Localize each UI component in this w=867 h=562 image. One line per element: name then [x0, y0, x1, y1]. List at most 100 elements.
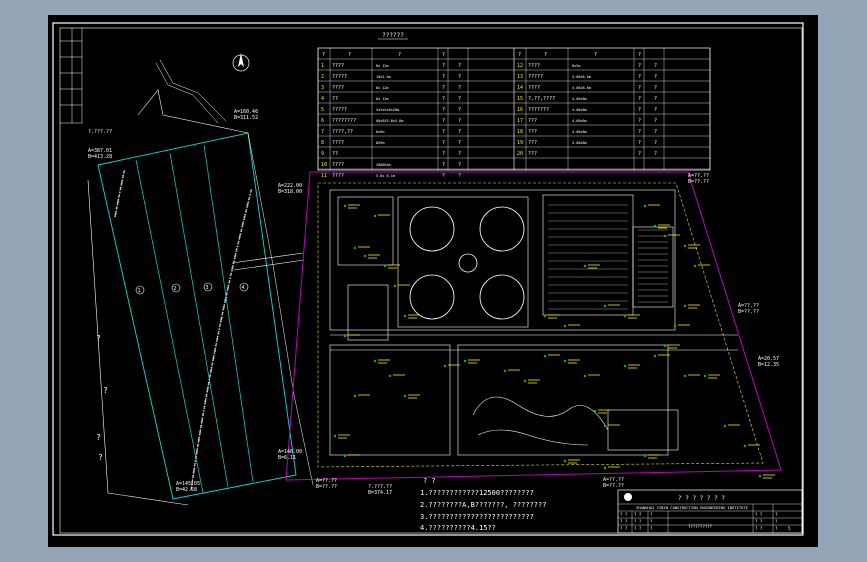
- legend-cell: ????: [332, 173, 344, 179]
- point-marker: [603, 304, 607, 308]
- tree-dot: [201, 417, 204, 420]
- point-marker: [523, 379, 527, 383]
- tree-dot: [248, 198, 250, 201]
- svg-text:? ?: ? ?: [620, 519, 628, 524]
- tree-dot: [237, 240, 240, 243]
- point-marker: [653, 224, 657, 228]
- tree-dot: [213, 355, 215, 357]
- tree-dot: [215, 344, 217, 347]
- legend-cell: 15: [517, 96, 523, 102]
- legend-cell: 8x 12m: [376, 97, 389, 101]
- legend-title: ??????: [382, 32, 404, 39]
- tree-dot: [115, 210, 117, 213]
- yellow-annotations: [333, 204, 775, 479]
- svg-text:A=??.??: A=??.??: [688, 173, 709, 179]
- point-marker: [543, 314, 547, 318]
- tree-dot: [231, 269, 233, 272]
- tree-dot: [202, 410, 205, 412]
- legend-cell: ?: [654, 96, 657, 102]
- legend-cell: 8x 12m: [376, 64, 389, 68]
- tree-dot: [223, 304, 226, 306]
- tree-dot: [200, 424, 203, 427]
- legend-cell: 18: [517, 129, 523, 135]
- legend-cell: 17: [517, 118, 523, 124]
- legend-header-cell: ?: [544, 52, 547, 58]
- svg-text:B=413.28: B=413.28: [88, 154, 112, 160]
- tree-dot: [242, 221, 245, 224]
- legend-cell: 5: [321, 107, 324, 113]
- tree-dot: [226, 292, 228, 294]
- tree-dot: [231, 266, 234, 269]
- legend-cell: ?: [654, 129, 657, 135]
- tree-dot: [210, 368, 213, 371]
- notes-block: ? ? 1.????????????12500???????? 2.??????…: [420, 477, 546, 532]
- legend-cell: ????: [528, 63, 540, 69]
- tree-dot: [234, 254, 237, 257]
- legend-cell: ?: [638, 107, 641, 113]
- point-marker: [683, 374, 687, 378]
- svg-text:A=222.00: A=222.00: [278, 183, 302, 189]
- legend-cell: ?: [654, 74, 657, 80]
- zone-marker: [171, 283, 181, 293]
- legend-cell: 8x5m: [572, 64, 580, 68]
- svg-text:B=??.??: B=??.??: [603, 483, 624, 489]
- zone-label: 3: [206, 285, 209, 291]
- tree-dot: [214, 347, 217, 350]
- tree-dot: [219, 320, 222, 323]
- legend-cell: 6: [321, 118, 324, 124]
- tree-dot: [195, 452, 198, 455]
- point-marker: [543, 354, 547, 358]
- point-marker: [563, 459, 567, 463]
- svg-text:?: ?: [96, 334, 101, 343]
- tree-dot: [204, 402, 206, 405]
- point-marker: [758, 474, 762, 478]
- legend-cell: ?: [638, 151, 641, 157]
- tree-dot: [197, 441, 200, 443]
- legend-cell: ?: [458, 162, 461, 168]
- legend-header-cell: ?: [594, 52, 597, 58]
- tree-dot: [114, 212, 117, 215]
- legend-cell: ?????: [332, 74, 347, 80]
- tree-dot: [217, 332, 220, 335]
- legend-cell: 12: [517, 63, 523, 69]
- tree-dot: [248, 196, 251, 199]
- tree-dot: [225, 296, 227, 299]
- legend-cell: ?,??,????: [528, 96, 555, 102]
- legend-header-cell: ?: [348, 52, 351, 58]
- legend-cell: ?: [654, 140, 657, 146]
- point-marker: [403, 314, 407, 318]
- tree-dot: [198, 438, 200, 440]
- tree-dot: [249, 191, 252, 193]
- svg-text:A=20.57: A=20.57: [758, 356, 779, 362]
- tree-dot: [119, 188, 122, 191]
- tree-dot: [209, 374, 212, 377]
- tree-dot: [116, 206, 118, 209]
- legend-cell: 8x8m: [376, 130, 384, 134]
- legend-cell: ?: [442, 74, 445, 80]
- tree-dot: [239, 235, 241, 237]
- svg-text:A=160.46: A=160.46: [234, 109, 258, 115]
- point-marker: [663, 234, 667, 238]
- point-marker: [353, 246, 357, 250]
- tree-dot: [230, 272, 233, 275]
- legend-cell: 4.00x8m: [572, 130, 587, 134]
- tree-dot: [123, 170, 126, 173]
- tree-dot: [207, 381, 210, 384]
- legend-cell: ?: [458, 118, 461, 124]
- legend-header-cell: ?: [518, 52, 521, 58]
- left-labels: ? ? ? ?: [96, 334, 108, 462]
- svg-text:B=??.??: B=??.??: [688, 179, 709, 185]
- tree-dot: [217, 331, 220, 333]
- site-plan-drawing: ?????? ????????1????8x 12m??2?????10x5.4…: [52, 22, 804, 536]
- svg-text:?.???.??: ?.???.??: [88, 129, 112, 135]
- legend-cell: ?: [458, 85, 461, 91]
- legend-cell: 8x 12m: [376, 86, 389, 90]
- point-marker: [683, 304, 687, 308]
- tree-dot: [121, 179, 124, 182]
- point-marker: [343, 334, 347, 338]
- svg-text:4.??????????4.15??: 4.??????????4.15??: [420, 524, 496, 532]
- tree-dot: [228, 281, 231, 284]
- tree-dot: [250, 189, 253, 192]
- svg-text:?: ?: [98, 453, 103, 462]
- point-marker: [403, 394, 407, 398]
